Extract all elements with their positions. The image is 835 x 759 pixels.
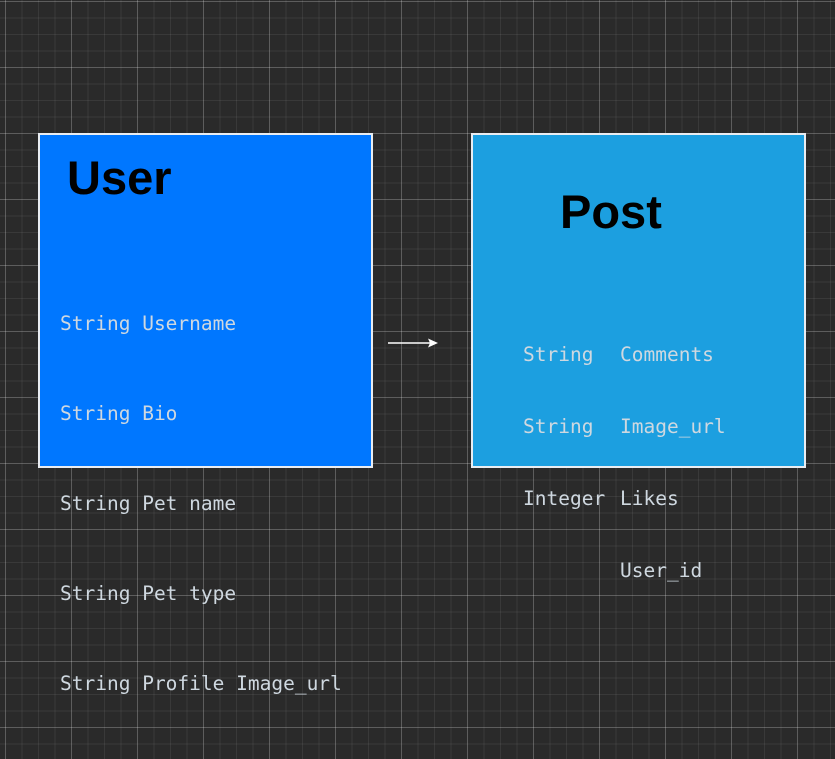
field-type: String	[60, 402, 131, 425]
field-name: Profile Image_url	[142, 672, 342, 695]
field-type: String	[523, 415, 594, 438]
field-name: Bio	[142, 402, 178, 425]
field-type: String	[60, 492, 131, 515]
user-field-row: String Bio	[60, 399, 342, 429]
relationship-arrow	[388, 338, 438, 348]
field-name: Username	[142, 312, 237, 335]
user-field-row: String Username	[60, 309, 342, 339]
field-type: String	[60, 312, 131, 335]
field-name: Comments	[620, 343, 714, 366]
field-name: Image_url	[620, 415, 726, 438]
post-field-row: Integer Likes	[523, 487, 726, 511]
field-type: String	[60, 672, 131, 695]
field-name: Pet name	[142, 492, 237, 515]
post-field-row: User_id	[523, 559, 726, 583]
field-name: User_id	[620, 559, 703, 582]
field-name: Likes	[620, 487, 679, 510]
post-field-row: String Comments	[523, 343, 726, 367]
post-field-row: String Image_url	[523, 415, 726, 439]
field-type: String	[523, 343, 594, 366]
user-entity-box[interactable]: User String Username String Bio String P…	[38, 133, 373, 695]
user-field-row: String Pet type	[60, 579, 342, 609]
field-type: String	[60, 582, 131, 605]
user-entity-title: User	[67, 151, 172, 204]
field-type: Integer	[523, 487, 606, 510]
user-field-row: String Profile Image_url	[60, 669, 342, 699]
user-field-row: String Pet name	[60, 489, 342, 519]
field-name: Pet type	[142, 582, 237, 605]
post-entity-title: Post	[560, 185, 662, 238]
user-field-list: String Username String Bio String Pet na…	[60, 249, 342, 759]
